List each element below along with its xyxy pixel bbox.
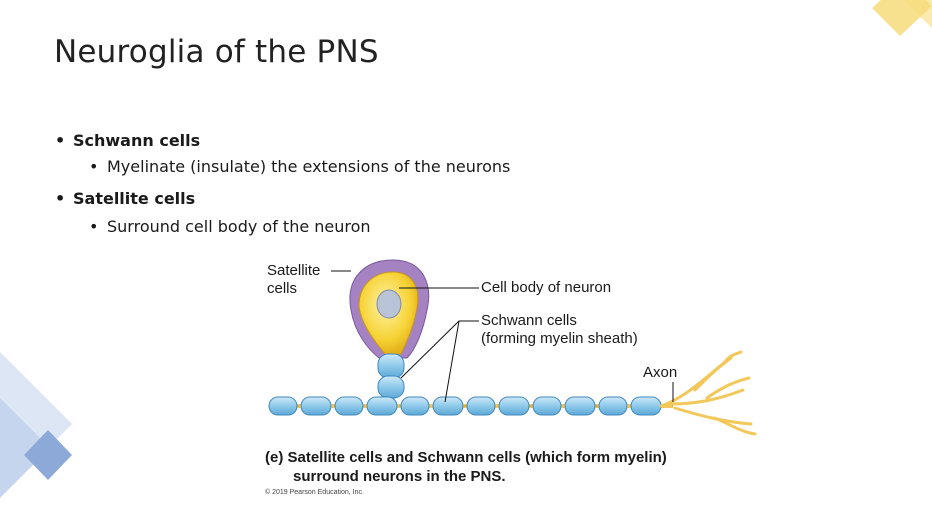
bullet-text: Schwann cells — [73, 131, 201, 150]
caption-line2: surround neurons in the PNS. — [293, 468, 506, 485]
schwann-cell-vertical — [377, 375, 405, 399]
bullet-item: • Satellite cells — [55, 189, 195, 208]
leader-lines — [331, 270, 674, 403]
nucleus-shape — [376, 289, 402, 319]
neuroglia-figure: Satellite cells Cell body of neuron Schw… — [255, 258, 795, 506]
figure-caption: (e) Satellite cells and Schwann cells (w… — [265, 448, 667, 486]
schwann-cell — [466, 396, 496, 416]
bullet-text: Satellite cells — [73, 189, 196, 208]
neuron-illustration — [268, 259, 757, 436]
schwann-cell — [532, 396, 562, 416]
label-satellite: Satellite cells — [267, 262, 320, 298]
bullet-glyph: • — [89, 217, 99, 236]
schwann-cells-row — [268, 396, 662, 416]
schwann-cell — [366, 396, 398, 416]
deco-diamond-yellow — [872, 0, 932, 36]
label-satellite-line2: cells — [267, 280, 298, 297]
schwann-cell — [400, 396, 430, 416]
sub-bullet-text: Myelinate (insulate) the extensions of t… — [107, 157, 511, 176]
label-schwann-line2: (forming myelin sheath) — [481, 330, 638, 347]
label-axon: Axon — [643, 364, 678, 381]
label-satellite-line1: Satellite — [267, 262, 321, 279]
slide-title: Neuroglia of the PNS — [54, 34, 379, 70]
bullet-item: • Schwann cells — [55, 131, 200, 150]
schwann-cell — [630, 396, 662, 416]
copyright-notice: © 2019 Pearson Education, Inc. — [265, 489, 364, 496]
bullet-glyph: • — [89, 157, 99, 176]
bullet-glyph: • — [55, 189, 66, 208]
axon-terminal-branches — [659, 350, 757, 436]
sub-bullet-item: • Surround cell body of the neuron — [89, 217, 371, 236]
schwann-cell-vertical — [377, 353, 405, 379]
schwann-cell — [498, 396, 530, 416]
schwann-cell — [334, 396, 364, 416]
sub-bullet-item: • Myelinate (insulate) the extensions of … — [89, 157, 510, 176]
deco-diamond-blue-small — [24, 430, 72, 480]
label-cell-body: Cell body of neuron — [481, 279, 612, 296]
label-schwann: Schwann cells (forming myelin sheath) — [481, 312, 638, 348]
schwann-cell — [268, 396, 298, 416]
label-schwann-line1: Schwann cells — [481, 312, 577, 329]
caption-line1: (e) Satellite cells and Schwann cells (w… — [265, 449, 667, 466]
sub-bullet-text: Surround cell body of the neuron — [107, 217, 371, 236]
schwann-cell — [564, 396, 596, 416]
schwann-cell — [598, 396, 628, 416]
schwann-cell — [432, 396, 464, 416]
bullet-glyph: • — [55, 131, 66, 150]
schwann-cell — [300, 396, 332, 416]
deco-diamond-blue-mid — [0, 398, 50, 498]
